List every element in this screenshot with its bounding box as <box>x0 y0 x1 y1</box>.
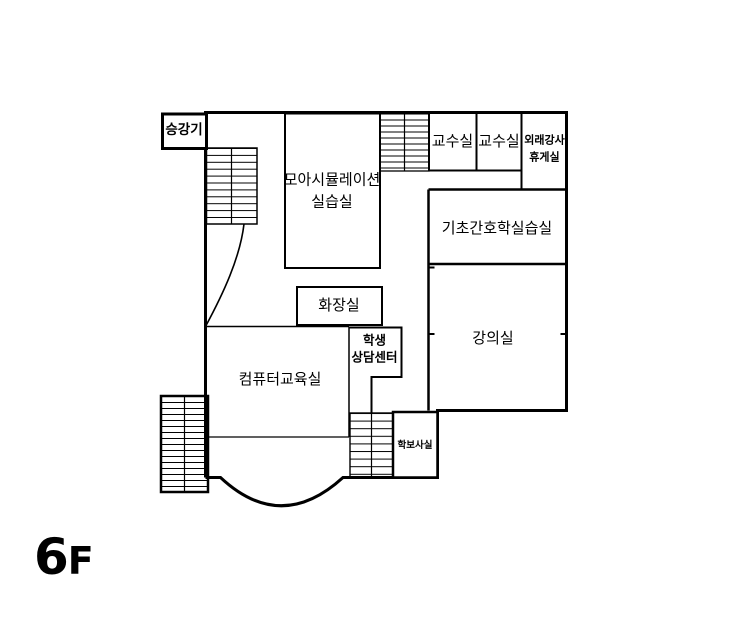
restroom-box <box>296 286 383 326</box>
room-label-counseling-line2: 상담센터 <box>351 349 398 365</box>
stairs-top-left <box>205 147 258 225</box>
counseling-room-walls <box>349 326 403 413</box>
room-label-computer: 컴퓨터교육실 <box>238 370 322 389</box>
room-label-professor-2: 교수실 <box>478 131 520 150</box>
stairs-bottom-left <box>159 394 210 494</box>
floor-suffix: F <box>67 539 94 583</box>
room-label-professor-1: 교수실 <box>431 131 474 150</box>
room-label-counseling-line1: 학생 <box>362 332 387 347</box>
door-ticks <box>428 266 567 335</box>
room-label-newspaper: 학보사실 <box>397 439 433 451</box>
room-label-visiting-line2: 휴게실 <box>529 150 560 163</box>
stairs-bottom-center <box>349 412 394 479</box>
room-label-lecture: 강의실 <box>472 329 514 348</box>
floor-number-label: 6F <box>34 528 94 586</box>
room-label-elevator: 승강기 <box>165 122 203 139</box>
room-label-visiting-lecturer: 외래강사 휴게실 <box>524 133 564 166</box>
right-room-walls <box>427 188 567 411</box>
room-label-moa-line1: 모아시뮬레이션 <box>283 170 381 189</box>
top-right-room-walls <box>428 113 523 189</box>
corridor-walls <box>204 223 350 438</box>
stairs-top-center <box>379 112 430 172</box>
moa-simulation-room-box <box>284 112 381 269</box>
room-label-visiting-line1: 외래강사 <box>524 133 565 147</box>
room-label-counseling: 학생 상담센터 <box>351 331 397 366</box>
elevator-box <box>161 112 208 150</box>
floor-number: 6 <box>34 528 69 586</box>
room-label-moa-line2: 실습실 <box>311 192 353 210</box>
room-label-restroom: 화장실 <box>318 295 360 314</box>
room-label-basic-nursing: 기초간호학실습실 <box>441 219 553 238</box>
newspaper-room-box <box>391 410 439 479</box>
room-label-moa-simulation: 모아시뮬레이션 실습실 <box>284 169 381 213</box>
building-outline <box>204 111 568 508</box>
